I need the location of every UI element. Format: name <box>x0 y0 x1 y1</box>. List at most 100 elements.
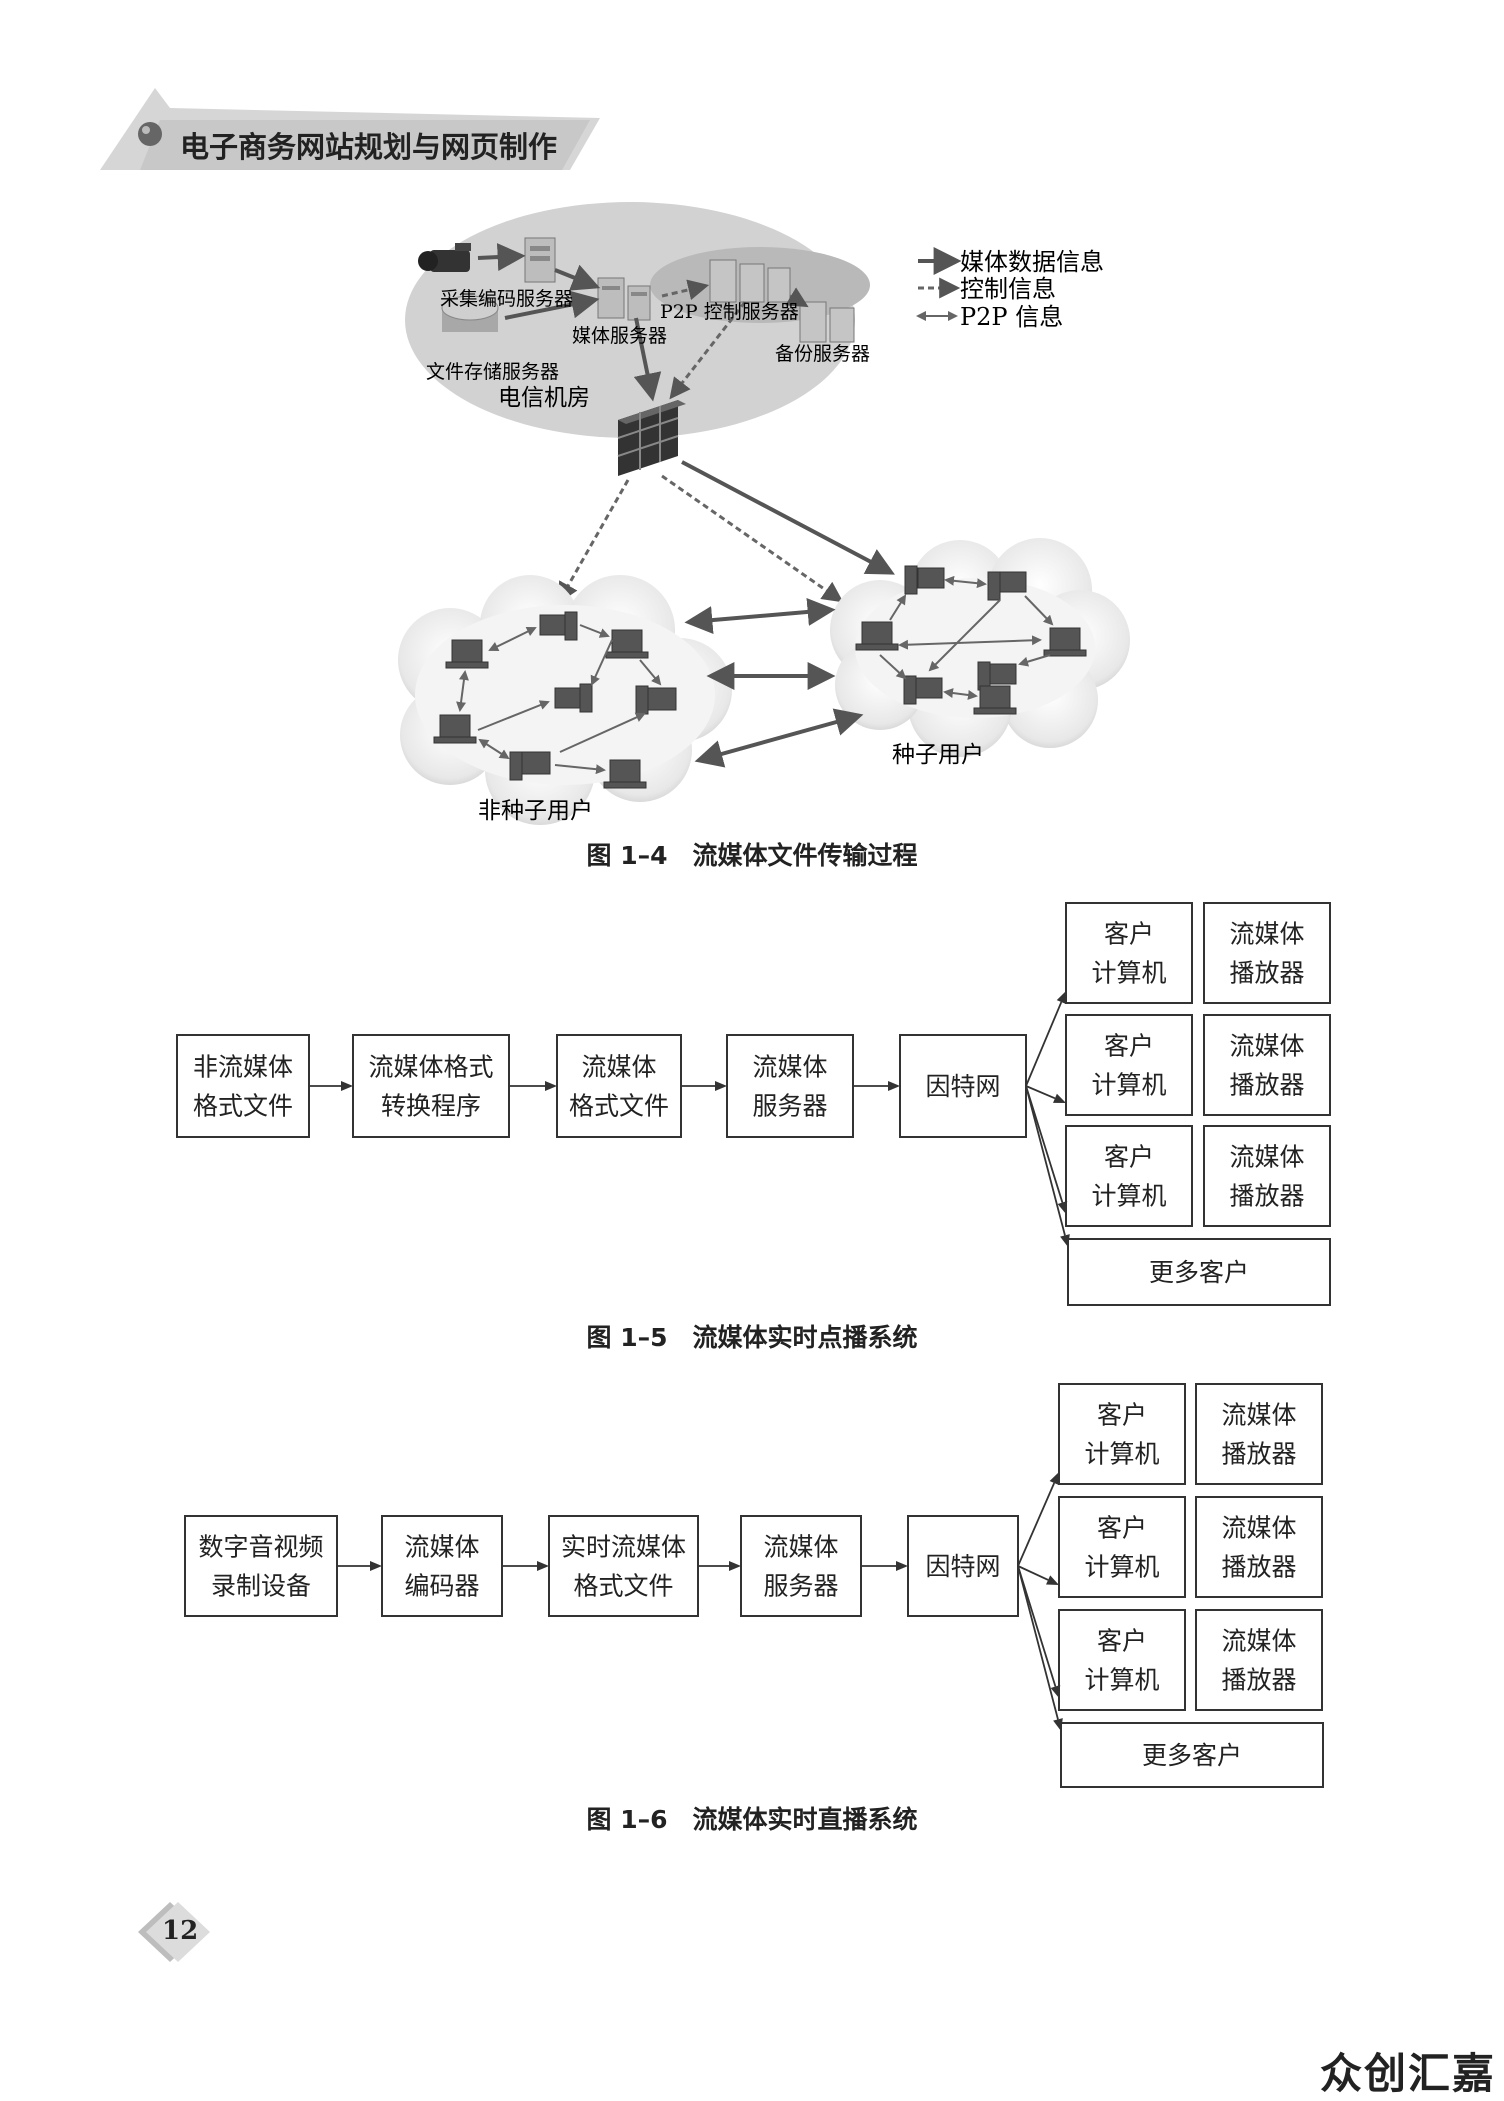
client-computer-box-text: 计算机 <box>1084 1552 1159 1581</box>
header-banner <box>100 88 600 170</box>
player-box-text: 流媒体 <box>1221 1514 1296 1543</box>
client-computer-box-text: 客户 <box>1097 1627 1147 1656</box>
file-server-label: 文件存储服务器 <box>426 361 559 383</box>
fanout-arrow-3 <box>1017 1565 1061 1698</box>
player-box-text: 播放器 <box>1221 1439 1296 1468</box>
client-computer-box-text: 客户 <box>1104 1143 1154 1172</box>
chain-box-3-text: 实时流媒体 <box>561 1533 686 1562</box>
figure-1-4: 采集编码服务器 媒体服务器 P2P 控制服务器 备份服务器 文件存储服务器 电信… <box>0 0 1504 880</box>
seed-users-label: 种子用户 <box>892 742 984 768</box>
watermark: 众创汇嘉 <box>1319 2049 1496 2098</box>
figure-1-6-caption: 图 1–6 流媒体实时直播系统 <box>586 1805 918 1834</box>
page-number: 12 <box>162 1916 199 1946</box>
capture-server-label: 采集编码服务器 <box>440 288 573 310</box>
chain-box-1-text: 格式文件 <box>193 1091 293 1120</box>
chain-box-1-text: 非流媒体 <box>193 1053 293 1082</box>
chain-arrow-4 <box>861 1561 908 1571</box>
fanout-arrow-1 <box>1017 1472 1059 1567</box>
fanout-arrow-2 <box>1017 1565 1059 1585</box>
fanout-arrow-2 <box>1025 1085 1066 1103</box>
chain-box-5-text: 因特网 <box>925 1072 1000 1101</box>
legend-control-label: 控制信息 <box>960 275 1056 303</box>
header-title: 电子商务网站规划与网页制作 <box>180 130 558 164</box>
backup-server-icon <box>799 301 855 343</box>
client-computer-box-text: 客户 <box>1097 1514 1147 1543</box>
chain-box-3-text: 格式文件 <box>569 1091 669 1120</box>
player-box-text: 播放器 <box>1229 1181 1304 1210</box>
chain-arrow-3 <box>698 1561 741 1571</box>
chain-box-1-text: 数字音视频 <box>198 1533 323 1562</box>
player-box-text: 播放器 <box>1221 1665 1296 1694</box>
chain-arrow-1 <box>337 1561 382 1571</box>
legend-p2p-label: P2P 信息 <box>960 303 1063 331</box>
seed-devices <box>855 565 1087 715</box>
backup-server-label: 备份服务器 <box>775 343 870 365</box>
non-seed-users-label: 非种子用户 <box>478 798 593 824</box>
chain-arrow-1 <box>309 1081 353 1091</box>
more-clients-box: 更多客户 <box>1067 1238 1331 1306</box>
page-number-badge: 12 <box>138 1900 218 1964</box>
client-computer-box-text: 客户 <box>1097 1401 1147 1430</box>
chain-box-5: 因特网 <box>899 1034 1027 1138</box>
page-number-diamond-icon <box>138 1902 210 1962</box>
datacenter-label: 电信机房 <box>498 385 590 411</box>
chain-box-3-text: 格式文件 <box>573 1571 673 1600</box>
figure-1-5-caption: 图 1–5 流媒体实时点播系统 <box>586 1323 918 1352</box>
more-clients-box: 更多客户 <box>1060 1722 1324 1788</box>
page-header: 电子商务网站规划与网页制作 <box>100 88 600 178</box>
network-diagram: 采集编码服务器 媒体服务器 P2P 控制服务器 备份服务器 文件存储服务器 电信… <box>398 202 1130 825</box>
client-computer-box-text: 计算机 <box>1091 958 1166 987</box>
chain-box-4-text: 服务器 <box>763 1571 838 1600</box>
more-clients-box-text: 更多客户 <box>1149 1258 1249 1287</box>
chain-box-2-text: 编码器 <box>404 1571 479 1600</box>
client-computer-box-text: 计算机 <box>1084 1439 1159 1468</box>
chain-box-1-text: 录制设备 <box>211 1571 311 1600</box>
chain-box-3-text: 流媒体 <box>581 1053 656 1082</box>
chain-box-4-text: 服务器 <box>752 1091 827 1120</box>
p2p-server-label: P2P 控制服务器 <box>660 301 799 323</box>
client-computer-box-text: 计算机 <box>1084 1665 1159 1694</box>
chain-box-5: 因特网 <box>907 1515 1019 1617</box>
client-computer-box-text: 计算机 <box>1091 1070 1166 1099</box>
player-box-text: 流媒体 <box>1229 1143 1304 1172</box>
player-box-text: 流媒体 <box>1221 1401 1296 1430</box>
player-box-text: 流媒体 <box>1229 920 1304 949</box>
chain-arrow-3 <box>681 1081 727 1091</box>
figure-1-4-caption: 图 1–4 流媒体文件传输过程 <box>586 841 918 870</box>
player-box-text: 播放器 <box>1229 958 1304 987</box>
player-box-text: 流媒体 <box>1229 1032 1304 1061</box>
chain-box-4-text: 流媒体 <box>752 1053 827 1082</box>
client-computer-box-text: 客户 <box>1104 920 1154 949</box>
chain-arrow-4 <box>853 1081 900 1091</box>
file-storage-icon <box>441 295 499 332</box>
vod-system-diagram: 非流媒体格式文件流媒体格式转换程序流媒体格式文件流媒体服务器因特网客户计算机流媒… <box>176 902 1331 1306</box>
player-box-text: 播放器 <box>1221 1552 1296 1581</box>
client-computer-box-text: 计算机 <box>1091 1181 1166 1210</box>
firewall-icon <box>617 400 686 476</box>
fanout-arrow-1 <box>1025 991 1066 1087</box>
chain-box-4-text: 流媒体 <box>763 1533 838 1562</box>
media-server-icon <box>597 277 651 321</box>
chain-box-5-text: 因特网 <box>925 1552 1000 1581</box>
player-box-text: 播放器 <box>1229 1070 1304 1099</box>
chain-arrow-2 <box>502 1561 549 1571</box>
fanout-arrow-3 <box>1025 1085 1068 1214</box>
chain-arrow-2 <box>509 1081 557 1091</box>
